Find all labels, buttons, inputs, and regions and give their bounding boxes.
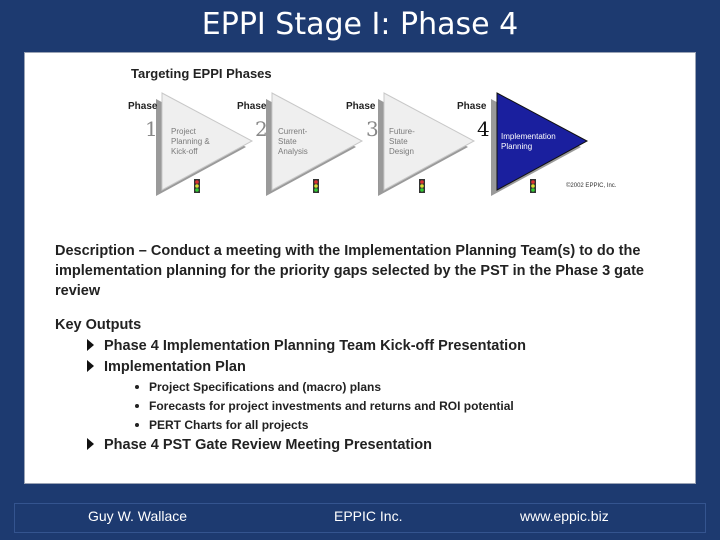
triangle-bullet-icon	[87, 339, 94, 351]
traffic-light-icon-3	[419, 179, 425, 193]
phase-2-triangle	[271, 92, 364, 191]
phase-triangles	[156, 92, 589, 196]
diagram-title: Targeting EPPI Phases	[131, 66, 272, 81]
phase-2-word: Phase	[237, 101, 267, 112]
footer-author: Guy W. Wallace	[88, 508, 188, 524]
slide-title: EPPI Stage I: Phase 4	[201, 7, 519, 42]
traffic-light-icon-4	[530, 179, 536, 193]
phase-2-number: 2	[255, 117, 268, 141]
sub-output-item: PERT Charts for all projects	[135, 418, 308, 432]
dot-bullet-icon	[135, 423, 139, 427]
phase-1-number: 1	[145, 117, 158, 141]
copyright-text: ©2002 EPPIC, Inc.	[566, 183, 617, 189]
footer-company: EPPIC Inc.	[334, 508, 403, 524]
sub-output-item: Project Specifications and (macro) plans	[135, 380, 381, 394]
phase-3-triangle	[383, 92, 476, 191]
key-output-item: Phase 4 Implementation Planning Team Kic…	[87, 338, 526, 354]
footer-bar	[14, 503, 706, 533]
triangle-bullet-icon	[87, 360, 94, 372]
phase-3-word: Phase	[346, 101, 376, 112]
phase-1-triangle	[161, 92, 254, 191]
dot-bullet-icon	[135, 404, 139, 408]
description-text: Description – Conduct a meeting with the…	[55, 243, 644, 299]
traffic-light-icon-2	[313, 179, 319, 193]
triangle-bullet-icon	[87, 438, 94, 450]
traffic-light-icon-1	[194, 179, 200, 193]
phase-4-triangle	[496, 92, 589, 191]
phase-4-number: 4	[477, 117, 490, 141]
key-outputs-title: Key Outputs	[55, 317, 142, 333]
key-output-item: Phase 4 PST Gate Review Meeting Presenta…	[87, 437, 432, 453]
phase-1-word: Phase	[128, 101, 158, 112]
sub-output-item: Forecasts for project investments and re…	[135, 399, 514, 413]
phase-3-number: 3	[366, 117, 379, 141]
footer-website: www.eppic.biz	[520, 508, 609, 524]
phase-4-word: Phase	[457, 101, 487, 112]
content-panel: Targeting EPPI Phases Phase Phase Phase …	[24, 52, 696, 484]
dot-bullet-icon	[135, 385, 139, 389]
key-output-item: Implementation Plan	[87, 359, 246, 375]
